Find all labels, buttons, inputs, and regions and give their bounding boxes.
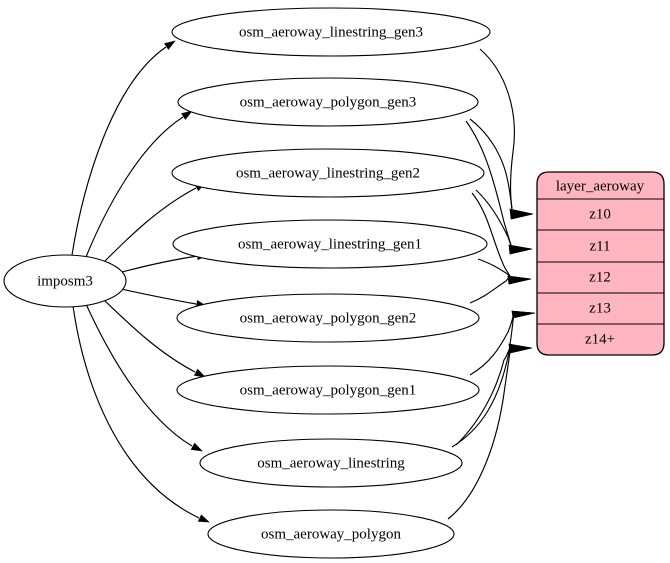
node-layer-aeroway[interactable]: layer_aeroway z10 z11 z12 z13 z14+ — [536, 171, 665, 356]
edge-imposm3-to-linestring — [85, 303, 203, 452]
node-osm-aeroway-polygon-gen2[interactable]: osm_aeroway_polygon_gen2 — [176, 293, 480, 343]
node-label: osm_aeroway_linestring_gen2 — [236, 165, 420, 181]
node-label: osm_aeroway_polygon — [261, 526, 401, 542]
edge-linestring-to-z13 — [451, 310, 536, 448]
node-label: osm_aeroway_linestring — [257, 455, 405, 471]
edge-polygon-to-z14plus — [447, 343, 533, 520]
node-imposm3[interactable]: imposm3 — [3, 254, 127, 308]
node-osm-aeroway-linestring-gen1[interactable]: osm_aeroway_linestring_gen1 — [172, 219, 488, 269]
layer-row-z12[interactable]: z12 — [589, 269, 611, 285]
node-osm-aeroway-polygon-gen1[interactable]: osm_aeroway_polygon_gen1 — [176, 365, 480, 415]
node-label: osm_aeroway_linestring_gen3 — [239, 24, 423, 40]
node-label: osm_aeroway_polygon_gen2 — [240, 310, 417, 326]
edge-polygon-gen2-to-z12 — [469, 275, 532, 304]
edge-linestring-gen3-to-z10 — [479, 48, 534, 220]
node-osm-aeroway-linestring-gen3[interactable]: osm_aeroway_linestring_gen3 — [171, 7, 491, 57]
edge-imposm3-to-polygon-gen3 — [85, 110, 193, 258]
layer-row-z11[interactable]: z11 — [589, 238, 610, 254]
node-osm-aeroway-polygon[interactable]: osm_aeroway_polygon — [207, 509, 455, 559]
node-label: osm_aeroway_linestring_gen1 — [238, 236, 422, 252]
edges-to-layer-aeroway — [447, 48, 536, 520]
edge-linestring-gen2-to-z11 — [475, 189, 533, 255]
node-osm-aeroway-linestring[interactable]: osm_aeroway_linestring — [199, 438, 463, 488]
layer-row-z13[interactable]: z13 — [589, 300, 611, 316]
layer-aeroway-header: layer_aeroway — [556, 178, 645, 194]
node-label: osm_aeroway_polygon_gen3 — [240, 94, 417, 110]
node-osm-aeroway-polygon-gen3[interactable]: osm_aeroway_polygon_gen3 — [177, 77, 479, 127]
edge-polygon-gen3-to-z11 — [465, 120, 533, 255]
node-label: osm_aeroway_polygon_gen1 — [240, 382, 417, 398]
edge-imposm3-to-polygon-gen2 — [120, 288, 207, 309]
layer-row-z10[interactable]: z10 — [589, 206, 611, 222]
node-osm-aeroway-linestring-gen2[interactable]: osm_aeroway_linestring_gen2 — [171, 148, 485, 198]
node-imposm3-label: imposm3 — [37, 273, 93, 289]
edge-imposm3-to-polygon — [72, 305, 210, 523]
edge-imposm3-to-polygon-gen1 — [102, 298, 206, 378]
edge-imposm3-to-linestring-gen3 — [71, 40, 176, 256]
layer-aeroway-body — [536, 171, 665, 356]
layer-row-z14plus[interactable]: z14+ — [585, 331, 615, 347]
edge-polygon-gen3-to-z10 — [469, 118, 534, 220]
